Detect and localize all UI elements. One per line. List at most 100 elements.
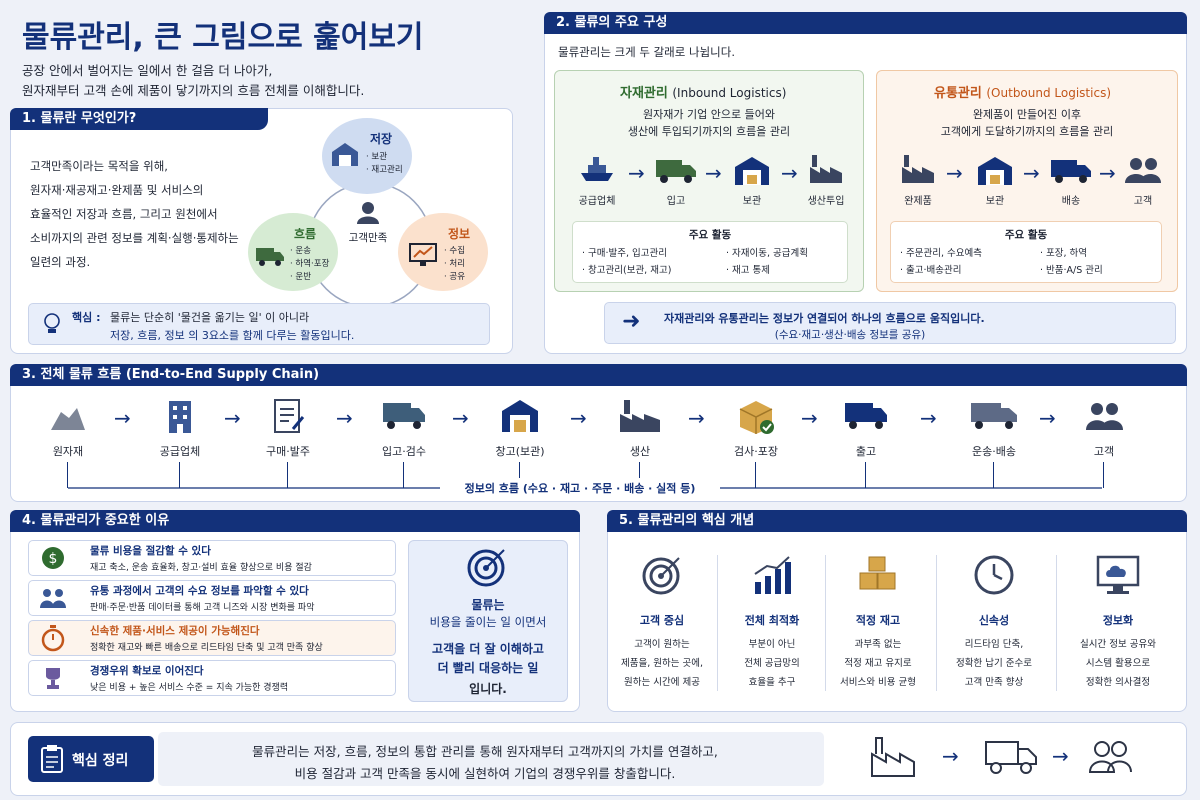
summary-text-box	[158, 732, 824, 786]
concept-title: 적정 재고	[855, 614, 901, 627]
key-line-2: 저장, 흐름, 정보 의 3요소를 함께 다루는 활동입니다.	[110, 329, 355, 342]
summary-label: 핵심 정리	[72, 753, 129, 769]
growth-chart-icon	[747, 552, 797, 598]
arrow-icon: →	[942, 744, 959, 768]
order-form-icon	[263, 396, 313, 436]
truck-outline-icon	[985, 741, 1037, 774]
target-icon	[637, 552, 687, 598]
supply-chain-step: 공급업체	[159, 445, 201, 458]
outbound-act: · 출고·배송관리	[900, 265, 962, 276]
storage-item: · 재고관리	[366, 165, 403, 175]
flow-item: · 운반	[290, 272, 312, 282]
ship-icon	[581, 157, 613, 181]
concept-desc: 전체 공급망의	[744, 658, 800, 669]
concept-desc: 부분이 아닌	[748, 639, 796, 650]
arrow-icon: →	[336, 406, 353, 430]
supply-chain-step: 창고(보관)	[495, 445, 545, 458]
inbound-act-title: 주요 활동	[688, 229, 732, 241]
section-5-header: 5. 물류관리의 핵심 개념	[607, 510, 1187, 532]
concept-desc: 시스템 활용으로	[1085, 658, 1151, 669]
stacked-boxes-icon	[853, 552, 903, 598]
inbound-step: 생산투입	[807, 196, 845, 207]
note-line: 고객을 더 잘 이해하고	[432, 642, 544, 656]
supply-chain-step: 운송·배송	[972, 445, 1016, 458]
inbound-act: · 구매·발주, 입고관리	[582, 248, 668, 259]
info-item: · 수집	[444, 246, 466, 256]
note-line: 더 빨리 대응하는 일	[437, 661, 539, 675]
concept-divider	[1056, 555, 1057, 691]
factory-icon	[902, 155, 934, 183]
info-flow-up-arrow	[993, 462, 995, 488]
definition-line: 원자재·재공재고·완제품 및 서비스의	[30, 183, 204, 197]
info-flow-up-arrow	[639, 462, 641, 488]
lightbulb-icon	[44, 313, 60, 333]
outbound-step: 보관	[985, 196, 1005, 207]
rock-pile-icon	[43, 396, 93, 436]
info-item: · 처리	[444, 259, 466, 269]
info-flow-up-arrow	[67, 462, 69, 488]
note-line: 입니다.	[469, 682, 507, 696]
concept-desc: 과부족 없는	[854, 639, 902, 650]
arrow-icon: →	[705, 161, 722, 185]
section-4-header: 4. 물류관리가 중요한 이유	[10, 510, 580, 532]
arrow-icon: →	[628, 161, 645, 185]
concept-desc: 제품을, 원하는 곳에,	[621, 658, 703, 669]
inbound-step: 공급업체	[578, 196, 616, 207]
outbound-step: 완제품	[904, 196, 932, 207]
inbound-step: 입고	[666, 196, 686, 207]
arrow-icon: →	[570, 406, 587, 430]
concept-divider	[717, 555, 718, 691]
concept-desc: 서비스와 비용 균형	[840, 677, 916, 688]
outbound-desc: 완제품이 만들어진 이후	[972, 108, 1082, 121]
people-icon	[38, 584, 68, 612]
note-line: 물류는	[471, 598, 505, 612]
concept-desc: 효율을 추구	[748, 677, 796, 688]
right-arrow-icon: ➜	[622, 309, 641, 334]
supply-chain-step: 원자재	[52, 445, 84, 458]
key-point-box	[28, 303, 490, 345]
key-label: 핵심 :	[72, 311, 101, 324]
customer-icon	[357, 202, 379, 224]
reason-title: 물류 비용을 절감할 수 있다	[90, 545, 211, 557]
inbound-title: 자재관리 (Inbound Logistics)	[620, 82, 786, 101]
section-2-header: 2. 물류의 주요 구성	[544, 12, 1187, 34]
arrow-icon: →	[452, 406, 469, 430]
clipboard-icon	[41, 745, 63, 773]
truck-icon	[256, 248, 284, 266]
inbound-act: · 자재이동, 공급계획	[726, 248, 808, 259]
link-line-1: 자재관리와 유통관리는 정보가 연결되어 하나의 흐름으로 움직입니다.	[664, 312, 985, 325]
arrow-icon: →	[946, 161, 963, 185]
link-box	[604, 302, 1176, 344]
svg-text:$: $	[49, 551, 58, 567]
reason-item	[28, 620, 396, 656]
definition-line: 고객만족이라는 목적을 위해,	[30, 159, 168, 173]
supply-chain-step: 고객	[1093, 445, 1115, 458]
concept-desc: 고객이 원하는	[634, 639, 690, 650]
info-flow-up-arrow	[179, 462, 181, 488]
section-1-header: 1. 물류란 무엇인가?	[10, 108, 268, 130]
summary-line-1: 물류관리는 저장, 흐름, 정보의 통합 관리를 통해 원자재부터 고객까지의 …	[252, 744, 718, 759]
warehouse-icon	[332, 143, 358, 166]
outbound-step: 배송	[1061, 196, 1081, 207]
info-flow-up-arrow	[755, 462, 757, 488]
link-line-2: (수요·재고·생산·배송 정보를 공유)	[774, 329, 926, 341]
truck-icon	[1051, 160, 1091, 183]
outbound-act-title: 주요 활동	[1004, 229, 1048, 241]
flow-item: · 운송	[290, 246, 312, 256]
customers-outline-icon	[1088, 741, 1132, 773]
info-flow-up-arrow	[403, 462, 405, 488]
info-flow-label: 정보의 흐름 (수요 · 재고 · 주문 · 배송 · 실적 등)	[464, 482, 696, 495]
arrow-icon: →	[920, 406, 937, 430]
outbound-step: 고객	[1133, 196, 1153, 207]
truck-icon	[656, 160, 696, 183]
outbound-desc: 고객에게 도달하기까지의 흐름을 관리	[940, 125, 1114, 138]
key-line-1: 물류는 단순히 '물건을 옮기는 일' 이 아니라	[110, 311, 310, 324]
concept-title: 신속성	[978, 614, 1010, 627]
definition-line: 효율적인 저장과 흐름, 그리고 원천에서	[30, 207, 218, 221]
section-3-header: 3. 전체 물류 흐름 (End-to-End Supply Chain)	[10, 364, 1187, 386]
inbound-desc: 생산에 투입되기까지의 흐름을 관리	[627, 125, 791, 138]
reason-title: 경쟁우위 확보로 이어진다	[90, 665, 204, 677]
arrow-icon: →	[1052, 744, 1069, 768]
arrow-icon: →	[114, 406, 131, 430]
arrow-icon: →	[224, 406, 241, 430]
